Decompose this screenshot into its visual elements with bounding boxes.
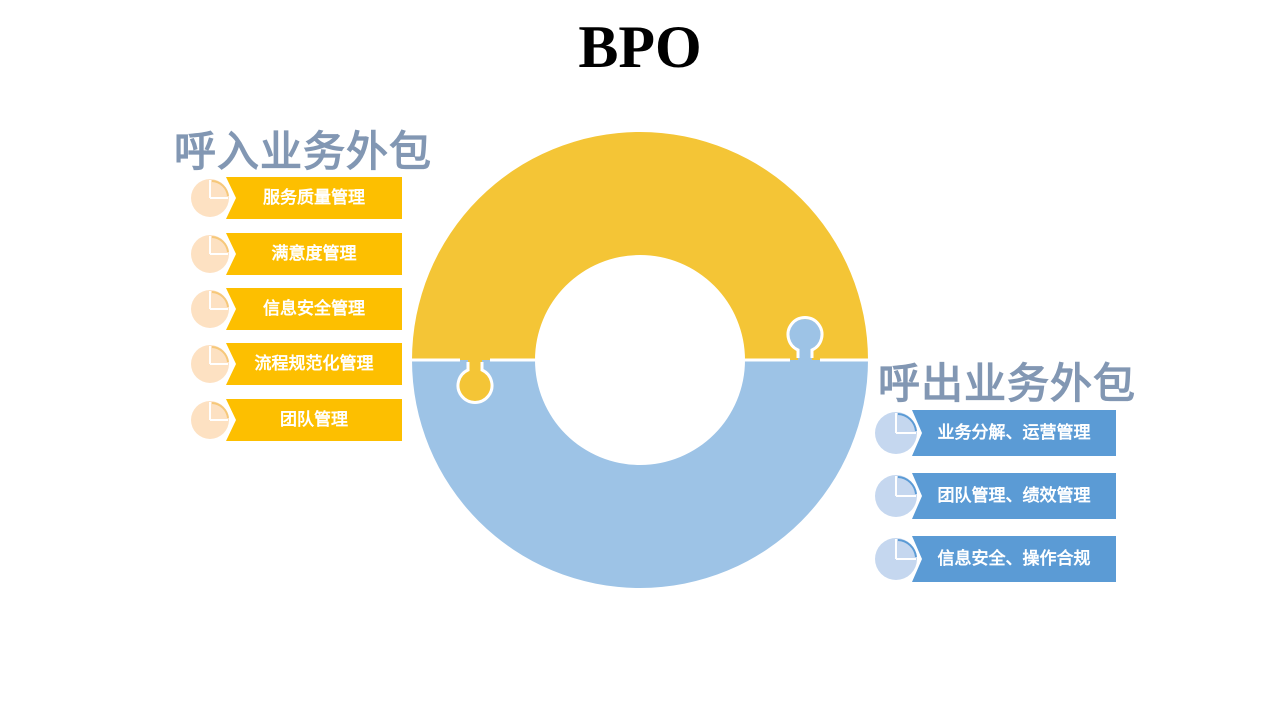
pie-chart-icon <box>191 290 229 328</box>
inbound-item-label: 团队管理 <box>226 399 402 441</box>
pie-chart-icon <box>875 538 917 580</box>
outbound-item-label: 团队管理、绩效管理 <box>912 473 1116 519</box>
outbound-item-label: 信息安全、操作合规 <box>912 536 1116 582</box>
pie-chart-icon <box>191 179 229 217</box>
pie-chart-icon <box>875 475 917 517</box>
outbound-section-title: 呼出业务外包 <box>878 359 1137 408</box>
pie-chart-icon <box>191 401 229 439</box>
inbound-item-label: 满意度管理 <box>226 233 402 275</box>
outbound-item: 业务分解、运营管理 <box>874 410 1116 456</box>
outbound-ring-half <box>412 360 868 588</box>
outbound-item: 团队管理、绩效管理 <box>874 473 1116 519</box>
pie-chart-icon <box>875 412 917 454</box>
inbound-item: 满意度管理 <box>190 233 402 275</box>
inbound-item: 流程规范化管理 <box>190 343 402 385</box>
inbound-item-label: 流程规范化管理 <box>226 343 402 385</box>
inbound-section-title: 呼入业务外包 <box>174 127 433 176</box>
pie-chart-icon <box>191 345 229 383</box>
inbound-item-label: 信息安全管理 <box>226 288 402 330</box>
inbound-item: 信息安全管理 <box>190 288 402 330</box>
outbound-item-label: 业务分解、运营管理 <box>912 410 1116 456</box>
inbound-item: 团队管理 <box>190 399 402 441</box>
outbound-puzzle-knob <box>788 319 822 353</box>
inbound-item: 服务质量管理 <box>190 177 402 219</box>
outbound-item: 信息安全、操作合规 <box>874 536 1116 582</box>
puzzle-ring <box>412 132 868 588</box>
pie-chart-icon <box>191 235 229 273</box>
inbound-item-label: 服务质量管理 <box>226 177 402 219</box>
inbound-puzzle-knob <box>458 367 492 401</box>
inbound-ring-half <box>412 132 868 360</box>
page-title: BPO <box>578 14 702 80</box>
